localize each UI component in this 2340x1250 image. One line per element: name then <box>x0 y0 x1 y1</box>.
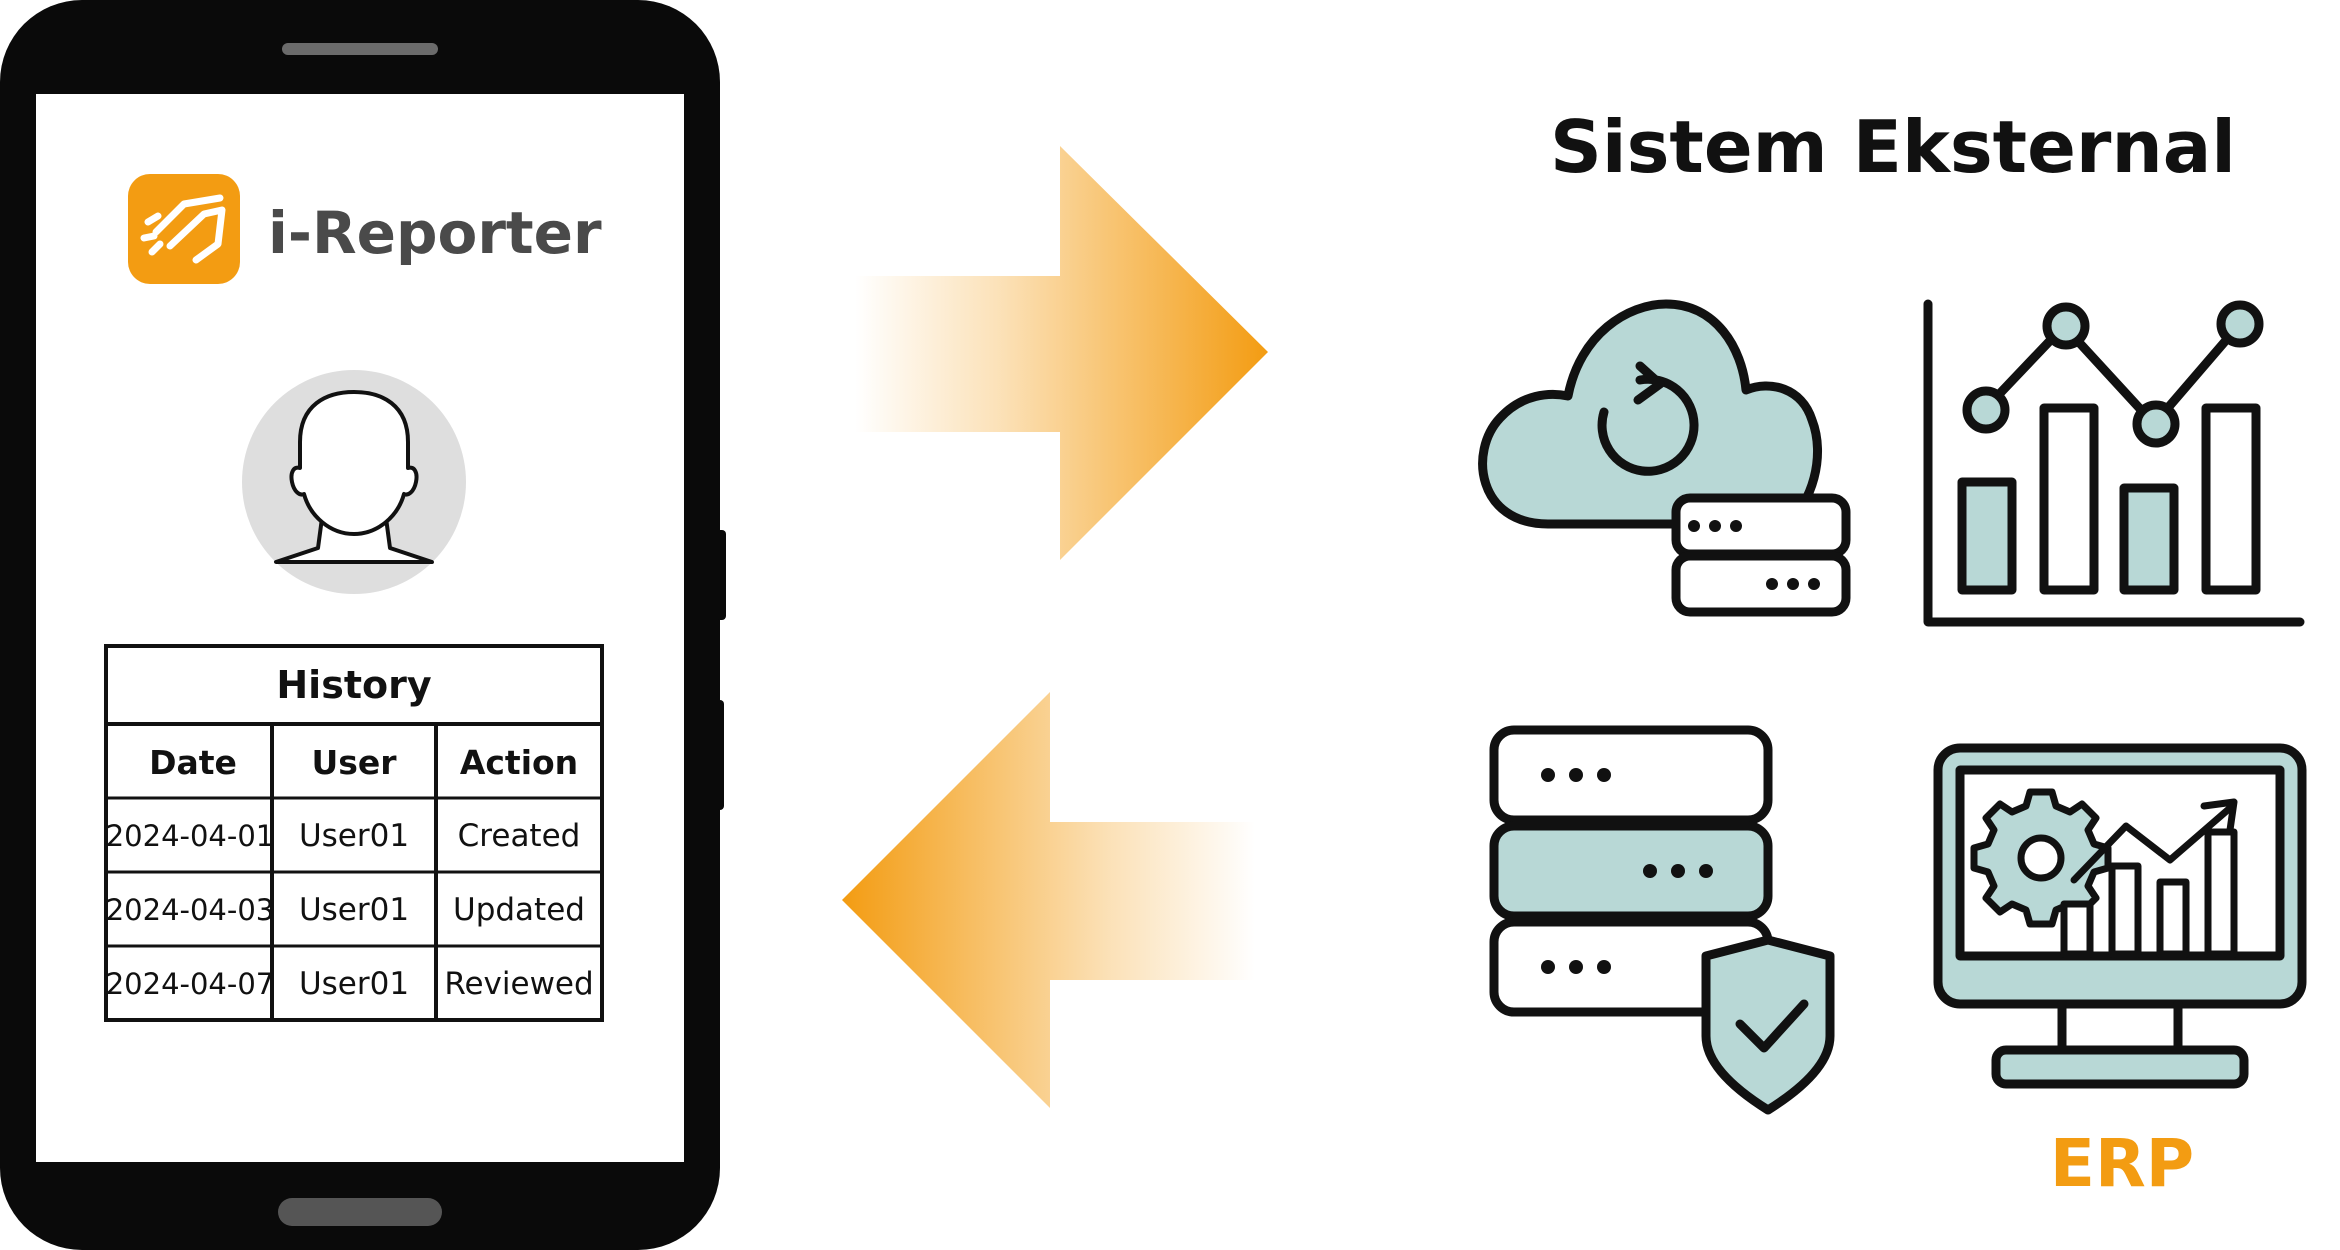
phone-speaker <box>282 43 438 55</box>
shield-check-icon <box>1701 935 1835 1115</box>
table-cell-date: 2024-04-03 <box>106 893 275 927</box>
table-cell-action: Updated <box>453 892 585 928</box>
analytics-chart-icon <box>1923 299 2305 627</box>
cloud-sync-server-icon <box>1478 299 1851 617</box>
table-cell-user: User01 <box>299 818 409 854</box>
table-cell-action: Reviewed <box>444 966 593 1002</box>
table-cell-action: Created <box>458 818 581 854</box>
phone-side-button-2 <box>716 700 724 810</box>
arrow-left-icon <box>842 692 1255 1108</box>
table-cell-user: User01 <box>299 892 409 928</box>
phone-home-button[interactable] <box>278 1198 442 1226</box>
pen-hand-icon <box>140 194 226 264</box>
phone: i-Reporter History Date User Action 2024… <box>0 0 726 1250</box>
app-logo <box>128 174 240 284</box>
erp-label: ERP <box>2050 1125 2194 1202</box>
column-header-date: Date <box>149 743 237 782</box>
avatar <box>242 370 466 594</box>
table-cell-user: User01 <box>299 966 409 1002</box>
erp-monitor-icon <box>1933 743 2307 1089</box>
arrow-right-icon <box>855 146 1268 560</box>
table-cell-date: 2024-04-01 <box>106 819 275 853</box>
column-header-user: User <box>311 743 397 782</box>
phone-side-button <box>716 530 726 620</box>
app-name: i-Reporter <box>268 199 602 267</box>
history-table-border <box>104 644 604 1022</box>
secure-server-icon <box>1489 725 1835 1115</box>
external-title: Sistem Eksternal <box>1550 105 2236 189</box>
column-header-action: Action <box>460 743 578 782</box>
history-title: History <box>276 663 431 707</box>
table-cell-date: 2024-04-07 <box>106 967 275 1001</box>
history-table: History Date User Action 2024-04-01 User… <box>104 644 604 1022</box>
user-icon <box>274 390 434 564</box>
